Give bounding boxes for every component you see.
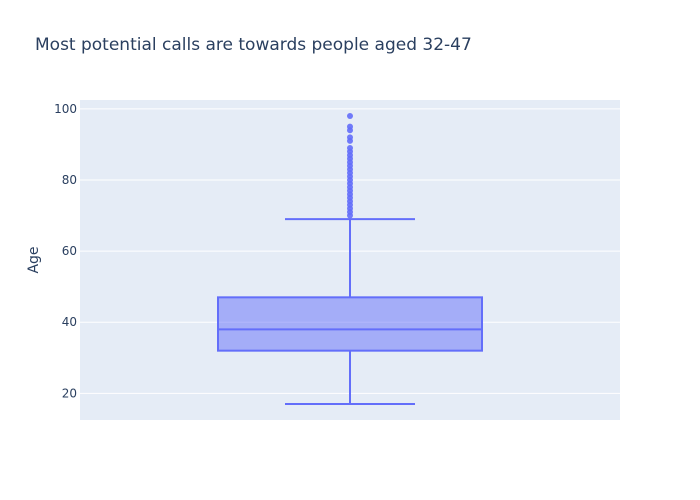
outlier-point: [347, 134, 353, 141]
y-axis-label: Age: [26, 246, 42, 273]
y-tick-label: 80: [62, 173, 77, 187]
y-tick-label: 20: [62, 386, 77, 400]
y-tick-label: 60: [62, 244, 77, 258]
outlier-point: [347, 123, 353, 130]
y-axis-ticks: 20 40 60 80 100: [54, 102, 77, 400]
chart-title: Most potential calls are towards people …: [35, 35, 472, 55]
y-tick-label: 40: [62, 315, 77, 329]
interquartile-box: [217, 296, 483, 352]
y-tick-label: 100: [54, 102, 77, 116]
outlier-point: [347, 145, 353, 151]
outlier-points: [347, 113, 353, 219]
outlier-point: [347, 113, 353, 119]
box-plot: [217, 218, 483, 405]
